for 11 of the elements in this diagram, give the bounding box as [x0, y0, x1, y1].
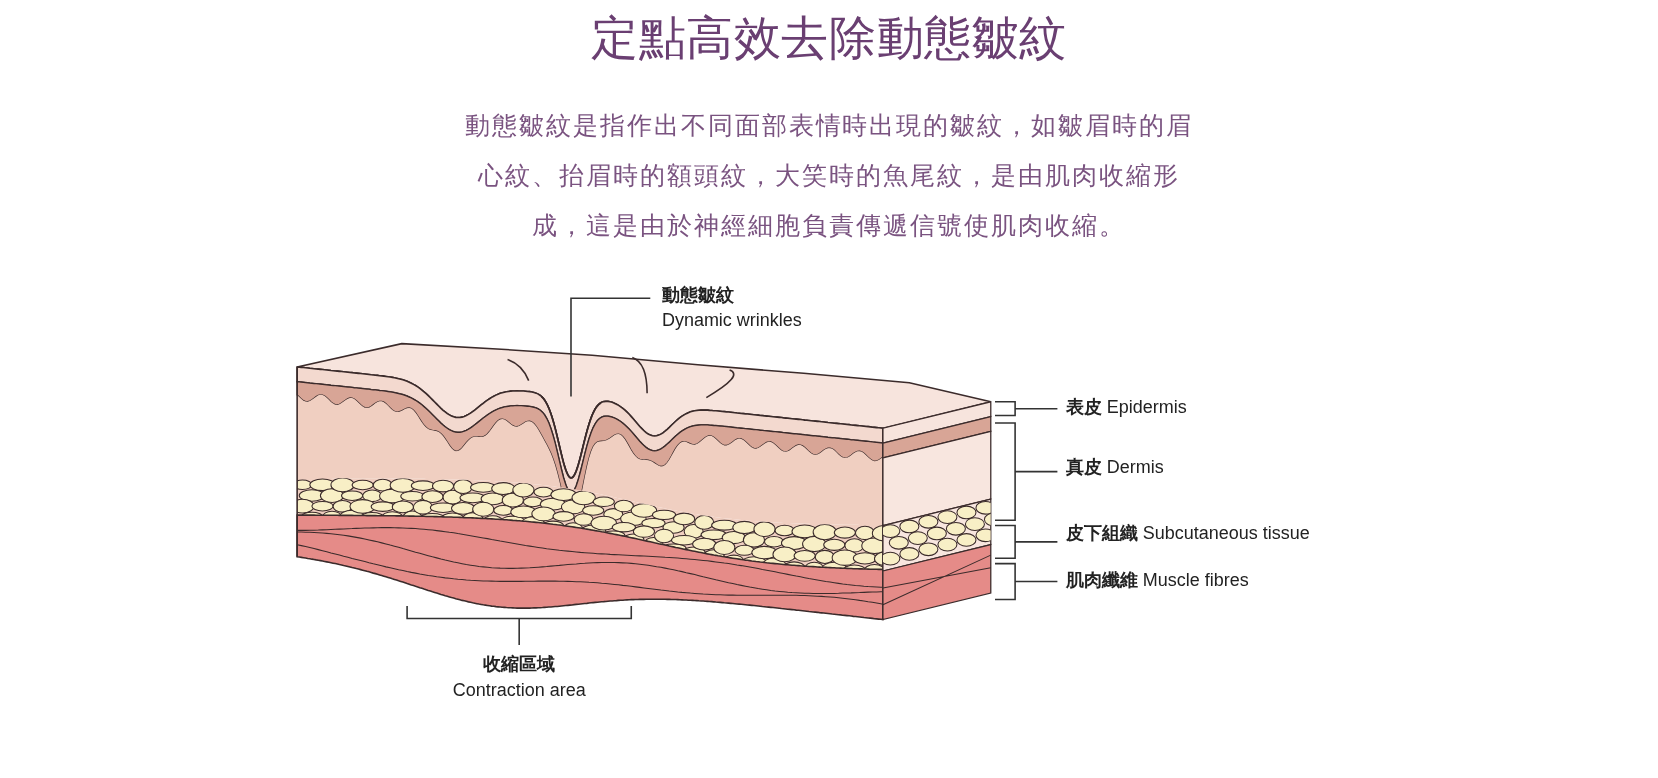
area-label: 收縮區域 [482, 653, 557, 677]
layer-label: 真皮 Dermis [1065, 455, 1164, 479]
callout-text: 動態皺紋 Dynamic wrinkles [661, 283, 802, 332]
description-text: 動態皺紋是指作出不同面部表情時出現的皺紋，如皺眉時的眉心紋、抬眉時的額頭紋，大笑時的魚尾紋，是由肌肉收縮形成，這是由於神經細胞負責傳遞信號使肌肉收縮。 [464, 110, 1194, 241]
leader-line [570, 297, 652, 398]
area-label: Contraction area [451, 678, 587, 702]
wrinkle-fold [540, 395, 602, 480]
title: 定點高效去除動態皺紋 [590, 10, 1068, 66]
layer-label: 肌肉纖維 Muscle fibres [1065, 568, 1249, 593]
layer-label: 皮下組織 Subcutaneous tissue [1065, 522, 1310, 546]
layer-label: 表皮 Epidermis [1065, 396, 1187, 420]
